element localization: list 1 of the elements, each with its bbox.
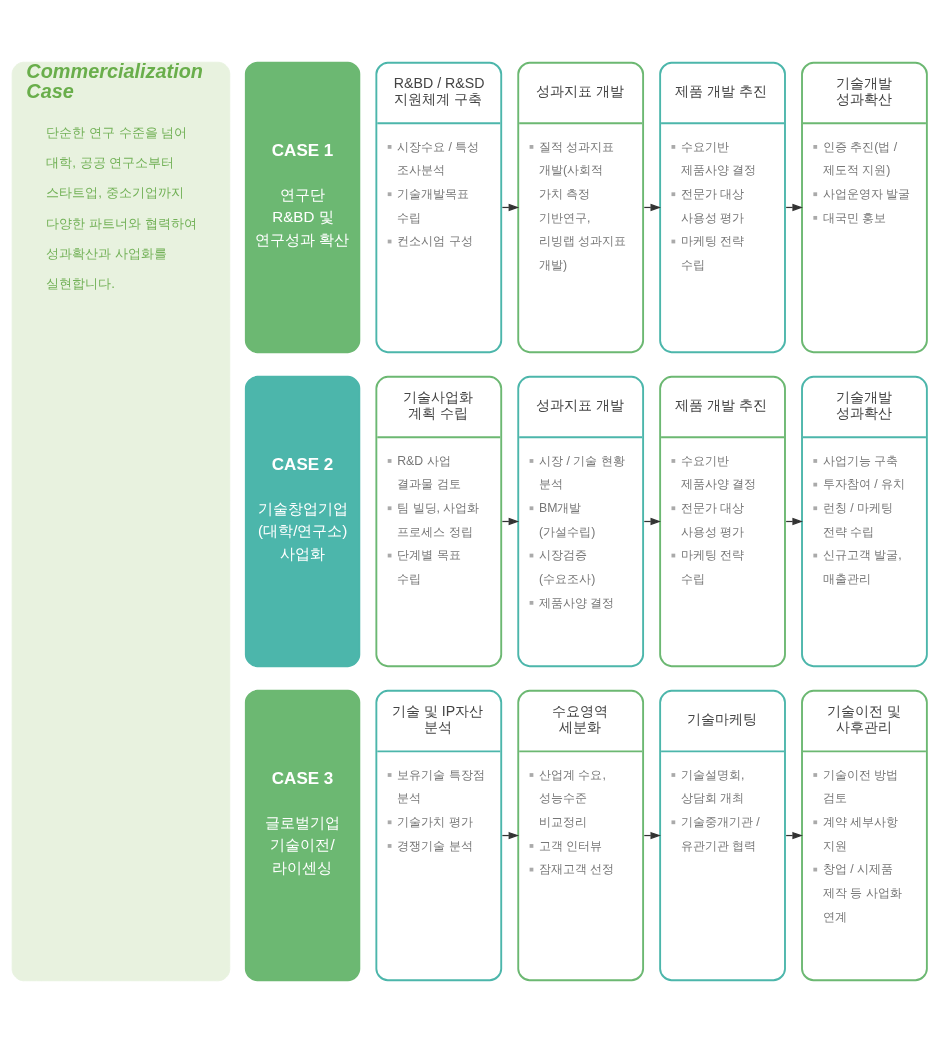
node-box: Commercialization Case 단순한 연구 수준을 넘어 대학, 공공 연구소부터 스타트업, 중소기업까지 다양한 파트너와 협력하여 성과확산과 사업화를 실현합니다. xyxy=(11,61,231,981)
